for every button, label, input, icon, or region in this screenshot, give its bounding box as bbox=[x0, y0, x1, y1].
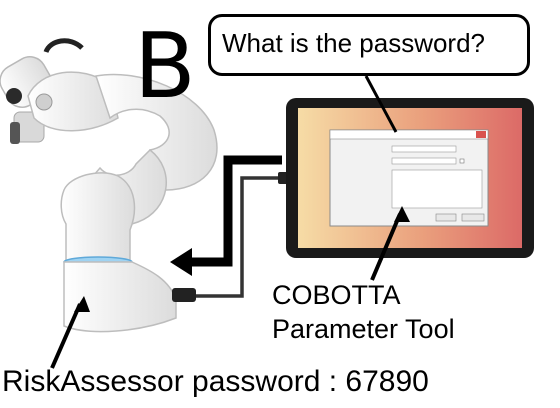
cancel-button[interactable] bbox=[461, 213, 485, 222]
robot-forearm bbox=[95, 73, 218, 191]
show-password-checkbox[interactable] bbox=[459, 158, 465, 164]
tool-label: COBOTTA Parameter Tool bbox=[272, 278, 455, 346]
tool-arrow-head-icon bbox=[394, 206, 410, 222]
ip-address-field[interactable] bbox=[391, 145, 457, 153]
caption-arrow-head-icon bbox=[74, 296, 90, 312]
caption-pointer-arrow bbox=[50, 303, 82, 369]
section-letter: B bbox=[134, 14, 196, 119]
tablet bbox=[286, 98, 534, 258]
robot-cable bbox=[43, 38, 84, 54]
ok-button[interactable] bbox=[435, 213, 457, 222]
tool-label-line2: Parameter Tool bbox=[272, 314, 455, 344]
usb-cable bbox=[196, 176, 290, 298]
safety-function-list[interactable] bbox=[391, 169, 483, 209]
password-field[interactable] bbox=[391, 157, 457, 165]
robot-joint-screw bbox=[35, 93, 53, 111]
connection-arrow bbox=[186, 155, 282, 267]
robot-arm bbox=[0, 38, 218, 333]
password-caption: RiskAssessor password : 67890 bbox=[2, 365, 429, 398]
camera-lens-icon bbox=[6, 88, 22, 104]
bubble-pointer bbox=[364, 75, 398, 133]
robot-base bbox=[63, 261, 177, 333]
speech-bubble bbox=[208, 14, 530, 76]
close-icon[interactable] bbox=[476, 131, 486, 138]
robot-connector bbox=[172, 288, 196, 302]
robot-shoulder bbox=[60, 172, 136, 263]
bubble-text: What is the password? bbox=[222, 28, 486, 58]
tool-label-line1: COBOTTA bbox=[272, 280, 401, 310]
robot-finger bbox=[10, 122, 20, 144]
tool-pointer-arrow bbox=[370, 213, 402, 281]
arrow-head-icon bbox=[170, 248, 192, 276]
dialog-titlebar bbox=[329, 129, 489, 140]
